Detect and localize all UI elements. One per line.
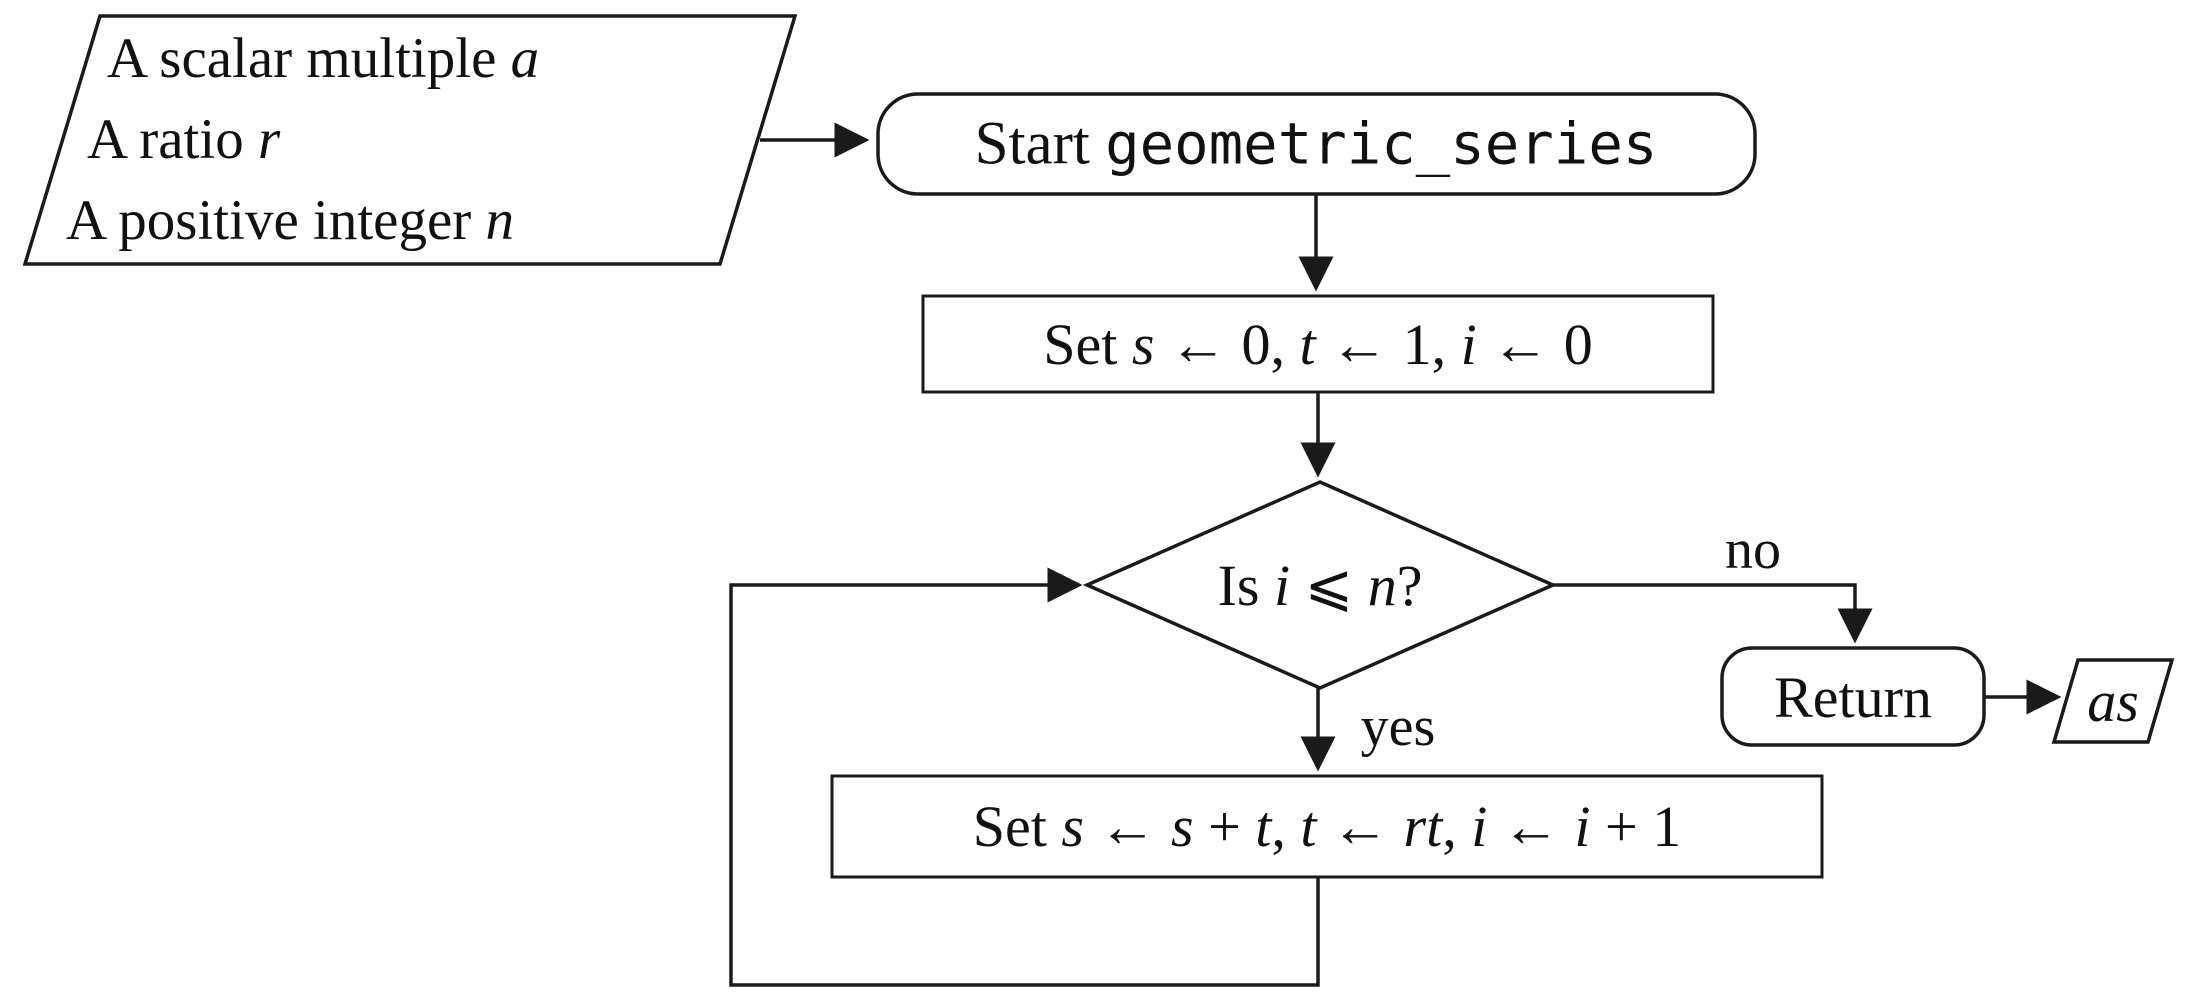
decision-seg-2: ⩽ xyxy=(1290,553,1368,618)
return-node-label: Return xyxy=(1774,665,1932,730)
init-seg-3: t xyxy=(1299,312,1316,377)
output-parallelogram-shape xyxy=(2051,658,2175,744)
decision-diamond-shape xyxy=(1082,480,1558,690)
return-node-shape xyxy=(1720,646,1986,747)
variable-a: a xyxy=(510,27,540,90)
loop-seg-10: , xyxy=(1442,794,1472,859)
loop-seg-13: i xyxy=(1574,794,1591,859)
init-box-label: Set s ← 0, t ← 1, i ← 0 xyxy=(1043,316,1592,374)
loop-seg-0: Set xyxy=(972,794,1062,859)
variable-n: n xyxy=(485,189,515,252)
loop-seg-8: ← xyxy=(1316,794,1404,859)
edge-loop-back xyxy=(729,567,1320,987)
start-prefix: Start xyxy=(974,110,1106,178)
output-node-label: as xyxy=(2087,669,2139,734)
input-parallelogram-shape xyxy=(22,14,798,266)
yes-edge-label: yes xyxy=(1360,696,1436,758)
edge-decision-no xyxy=(1553,583,1873,644)
start-node-label: Start geometric_series xyxy=(975,114,1658,175)
loop-seg-9: rt xyxy=(1403,794,1443,859)
variable-r: r xyxy=(257,108,281,171)
loop-seg-3: s xyxy=(1171,794,1194,859)
init-seg-6: ← 0 xyxy=(1476,312,1593,377)
loop-seg-6: , xyxy=(1271,794,1301,859)
no-edge-label: no xyxy=(1725,519,1781,581)
input-line-2-text: A ratio xyxy=(87,108,258,171)
init-seg-0: Set xyxy=(1043,312,1132,377)
decision-seg-3: n xyxy=(1367,553,1397,618)
decision-label: Is i ⩽ n? xyxy=(1218,557,1423,615)
loop-box-shape xyxy=(830,774,1824,879)
decision-seg-1: i xyxy=(1273,553,1291,618)
input-node-label: A scalar multiple a A ratio r A positive… xyxy=(62,18,539,261)
input-line-1: A scalar multiple a xyxy=(62,18,539,99)
decision-seg-0: Is xyxy=(1217,553,1274,618)
loop-seg-1: s xyxy=(1061,794,1084,859)
loop-seg-2: ← xyxy=(1084,794,1171,859)
loop-seg-5: t xyxy=(1255,794,1272,859)
input-line-1-text: A scalar multiple xyxy=(107,27,511,90)
loop-box-label: Set s ← s + t, t ← rt, i ← i + 1 xyxy=(973,798,1681,856)
loop-seg-4: + xyxy=(1193,794,1256,859)
init-box-shape xyxy=(921,294,1715,394)
loop-seg-14: + 1 xyxy=(1590,794,1682,859)
init-seg-5: i xyxy=(1460,312,1477,377)
init-seg-4: ← 1, xyxy=(1315,312,1461,377)
input-line-2: A ratio r xyxy=(62,99,539,180)
init-seg-2: ← 0, xyxy=(1154,312,1300,377)
loop-seg-12: ← xyxy=(1487,794,1575,859)
start-node-shape xyxy=(876,92,1757,196)
loop-seg-11: i xyxy=(1471,794,1488,859)
init-seg-1: s xyxy=(1131,312,1155,377)
function-name: geometric_series xyxy=(1105,110,1658,178)
input-line-3: A positive integer n xyxy=(62,180,539,261)
loop-seg-7: t xyxy=(1300,794,1317,859)
decision-seg-4: ? xyxy=(1396,553,1423,618)
input-line-3-text: A positive integer xyxy=(66,189,486,252)
